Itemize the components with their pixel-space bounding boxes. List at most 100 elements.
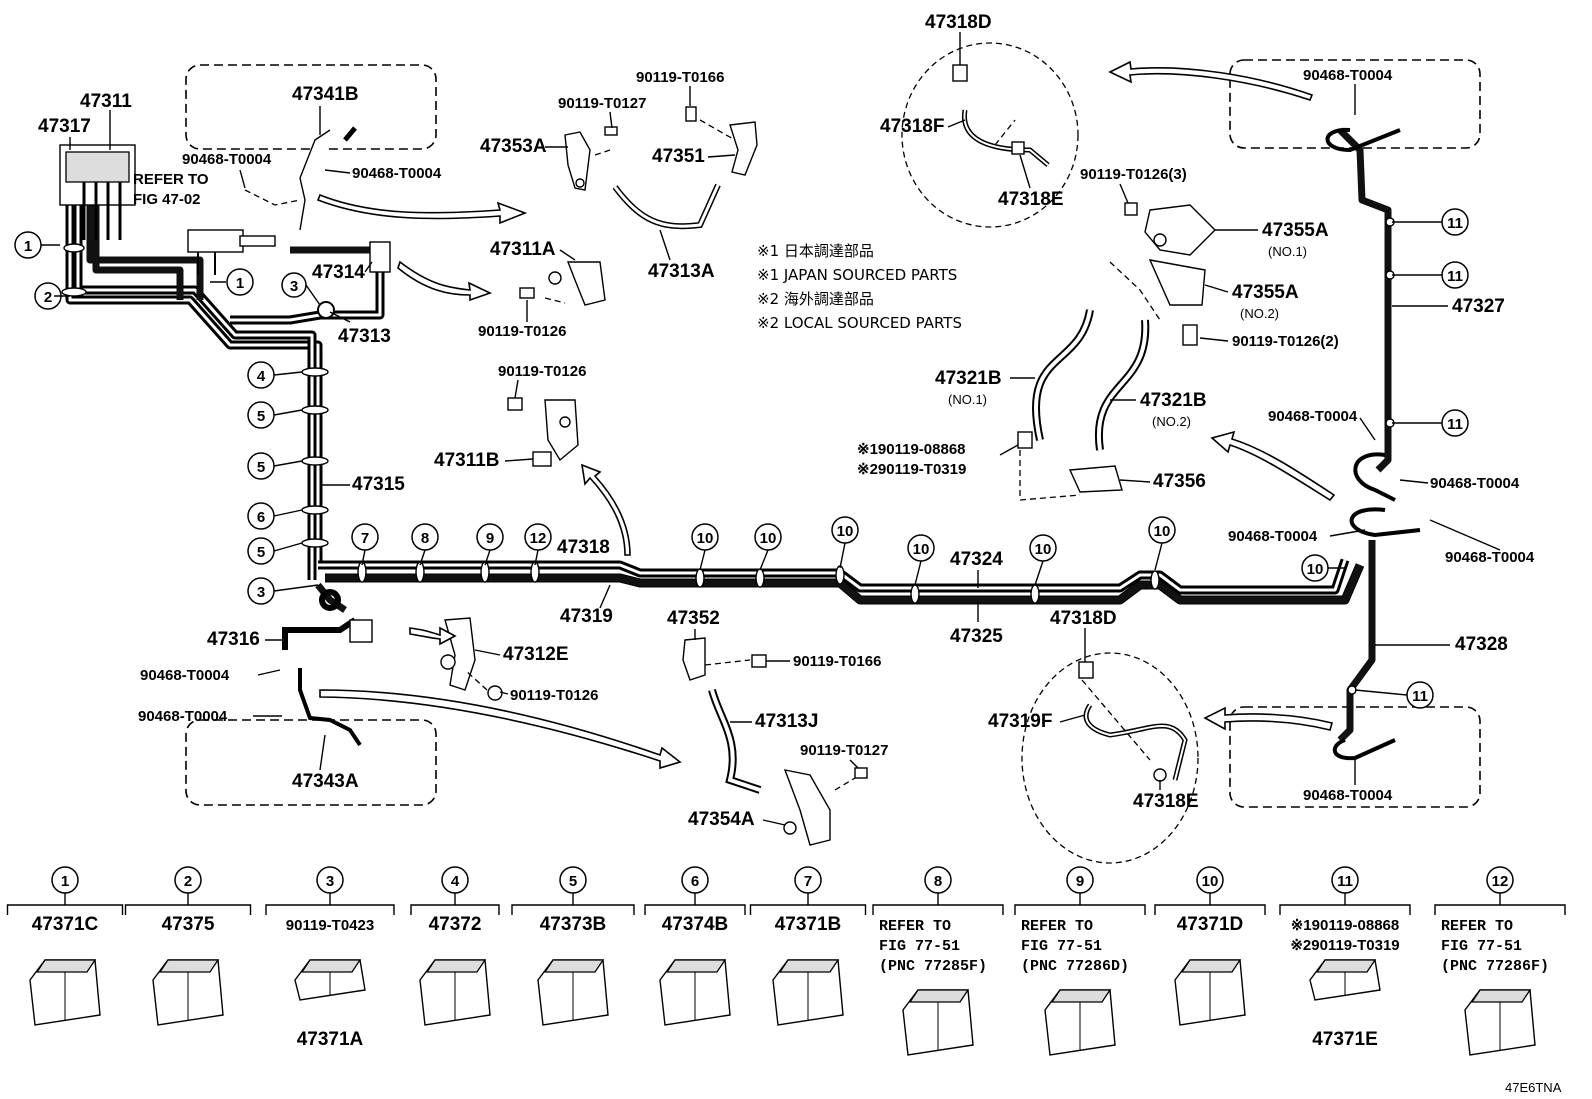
- svg-text:11: 11: [1447, 215, 1463, 232]
- svg-text:※190119-08868: ※190119-08868: [857, 441, 966, 458]
- svg-text:47341B: 47341B: [292, 84, 359, 105]
- callout-1a: 1: [14, 231, 42, 259]
- svg-text:47319F: 47319F: [988, 711, 1052, 732]
- svg-text:90119-T0126: 90119-T0126: [498, 363, 586, 380]
- svg-text:47317: 47317: [38, 116, 91, 137]
- svg-text:4: 4: [257, 368, 266, 385]
- svg-text:47311B: 47311B: [434, 450, 500, 471]
- wheel-outline-top: [901, 42, 1079, 228]
- callout-10a: 10: [691, 523, 719, 551]
- svg-text:※1 JAPAN SOURCED PARTS: ※1 JAPAN SOURCED PARTS: [757, 266, 957, 284]
- svg-text:90468-T0004: 90468-T0004: [1303, 67, 1393, 84]
- svg-text:47324: 47324: [950, 549, 1003, 570]
- svg-text:9: 9: [486, 530, 494, 547]
- dashed-leaders: [244, 119, 1161, 791]
- callout-3a: 3: [281, 272, 307, 298]
- group-box-47341B: [185, 64, 437, 150]
- svg-text:90468-T0004: 90468-T0004: [352, 165, 442, 182]
- svg-text:※2 LOCAL SOURCED PARTS: ※2 LOCAL SOURCED PARTS: [757, 314, 962, 332]
- legend-label: (PNC 77286D): [1021, 958, 1129, 975]
- callout-11a: 11: [1441, 208, 1469, 236]
- svg-text:47318D: 47318D: [1050, 608, 1117, 629]
- svg-text:47328: 47328: [1455, 634, 1508, 655]
- callout-6: 6: [247, 502, 275, 530]
- legend-label: 47371B: [775, 914, 842, 935]
- legend-number: 12: [1492, 873, 1509, 890]
- svg-text:47318E: 47318E: [1133, 791, 1199, 812]
- svg-text:47355A: 47355A: [1262, 220, 1329, 241]
- part-labels: 47311 47317 REFER TO FIG 47-02 47341B 90…: [38, 12, 1535, 830]
- direction-arrows: [316, 60, 1336, 770]
- svg-text:REFER TO: REFER TO: [133, 171, 209, 188]
- svg-text:47318F: 47318F: [880, 116, 944, 137]
- svg-text:47314: 47314: [312, 262, 365, 283]
- svg-text:90119-T0126(2): 90119-T0126(2): [1232, 333, 1339, 350]
- svg-text:47318: 47318: [557, 537, 610, 558]
- svg-text:47325: 47325: [950, 626, 1003, 647]
- svg-text:(NO.1): (NO.1): [1268, 244, 1307, 259]
- legend-number: 9: [1076, 873, 1084, 890]
- legend-item-10: 10 47371D: [1154, 866, 1266, 1026]
- callout-11b: 11: [1441, 261, 1469, 289]
- svg-text:90119-T0126: 90119-T0126: [510, 687, 598, 704]
- svg-text:47327: 47327: [1452, 296, 1505, 317]
- svg-text:47352: 47352: [667, 608, 720, 629]
- svg-text:※2 海外調達部品: ※2 海外調達部品: [757, 290, 874, 308]
- svg-text:5: 5: [257, 544, 265, 561]
- legend-label: FIG 77-51: [879, 938, 960, 955]
- legend-label: ※190119-08868: [1291, 917, 1400, 934]
- svg-text:90119-T0166: 90119-T0166: [793, 653, 881, 670]
- legend-number: 5: [569, 873, 577, 890]
- callout-5c: 5: [247, 537, 275, 565]
- callout-circles: 1 1 2 3 3 4 5 5 5 6 7 8 9 12 10 10 10 10…: [14, 208, 1469, 709]
- legend-clip-sketch: [152, 959, 224, 1026]
- svg-text:11: 11: [1447, 416, 1463, 433]
- svg-text:47353A: 47353A: [480, 136, 547, 157]
- legend-label: FIG 77-51: [1441, 938, 1522, 955]
- legend-label: (PNC 77285F): [879, 958, 987, 975]
- svg-text:47318D: 47318D: [925, 12, 992, 33]
- legend-number: 6: [691, 873, 699, 890]
- callout-5b: 5: [247, 452, 275, 480]
- callout-2: 2: [34, 282, 62, 310]
- svg-text:1: 1: [236, 275, 244, 292]
- legend-clip-sketch: [1174, 959, 1246, 1026]
- svg-text:47313J: 47313J: [755, 711, 818, 732]
- callout-10f: 10: [1148, 516, 1176, 544]
- svg-text:2: 2: [44, 289, 52, 306]
- svg-text:90468-T0004: 90468-T0004: [138, 708, 228, 725]
- callout-10d: 10: [907, 534, 935, 562]
- legend-label: 47374B: [662, 914, 729, 935]
- svg-text:6: 6: [257, 509, 265, 526]
- legend-item-6: 6 47374B: [644, 866, 746, 1026]
- legend-clip-sketch: [772, 959, 844, 1026]
- callout-10g: 10: [1301, 554, 1329, 582]
- part-sketches: [282, 64, 1421, 846]
- svg-text:3: 3: [257, 584, 265, 601]
- legend-label: 47375: [162, 914, 215, 935]
- legend-clip-sketch: [29, 959, 101, 1026]
- svg-text:90119-T0126: 90119-T0126: [478, 323, 566, 340]
- svg-text:90468-T0004: 90468-T0004: [1445, 549, 1535, 566]
- svg-text:47355A: 47355A: [1232, 282, 1299, 303]
- callout-3b: 3: [247, 577, 275, 605]
- svg-text:47316: 47316: [207, 629, 260, 650]
- svg-text:7: 7: [361, 530, 369, 547]
- svg-text:11: 11: [1412, 688, 1428, 705]
- legend-number: 10: [1202, 873, 1219, 890]
- svg-text:10: 10: [837, 523, 854, 540]
- svg-text:47311: 47311: [80, 91, 132, 112]
- svg-text:10: 10: [1307, 561, 1324, 578]
- svg-text:90119-T0127: 90119-T0127: [558, 95, 646, 112]
- legend-label: 47372: [429, 914, 482, 935]
- diagram-code: 47E6TNA: [1505, 1080, 1562, 1095]
- svg-text:47319: 47319: [560, 606, 613, 627]
- wheel-outline-bottom: [1021, 652, 1199, 864]
- legend-label: 47371D: [1177, 914, 1244, 935]
- svg-text:90468-T0004: 90468-T0004: [1228, 528, 1318, 545]
- svg-text:12: 12: [530, 530, 547, 547]
